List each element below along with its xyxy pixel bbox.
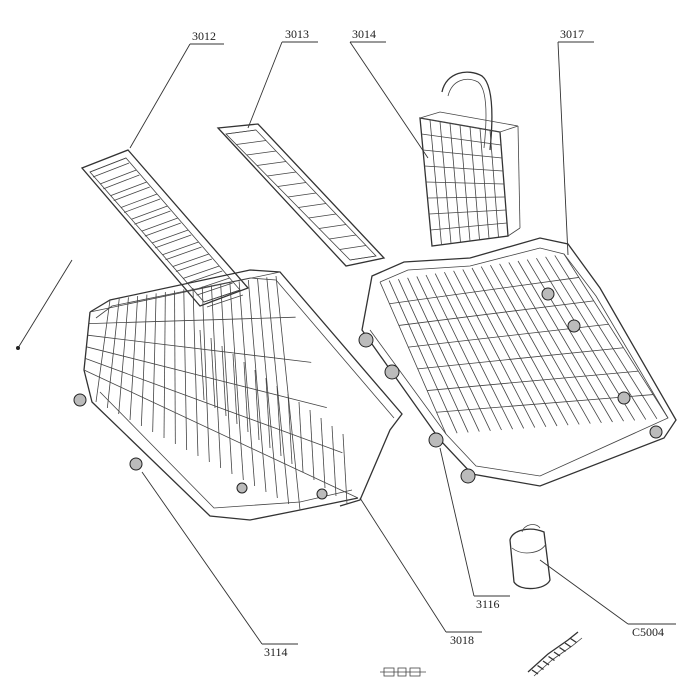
lower-basket-3017 [358, 237, 677, 487]
roller-wheel [316, 488, 328, 500]
roller-wheel [567, 319, 581, 333]
part-number-3017: 3017 [560, 27, 584, 41]
roller-wheel [73, 393, 87, 407]
cup-shelf-3013 [216, 123, 386, 267]
part-number-3012: 3012 [192, 29, 216, 43]
roller-wheel [358, 332, 374, 348]
roller-wheel [428, 432, 444, 448]
callout-3116: 3116 [439, 447, 510, 611]
cup-shelf-3012 [80, 149, 250, 308]
callout-3017: 3017 [557, 27, 594, 256]
part-number-C5004: C5004 [632, 625, 664, 639]
callout-C5004: C5004 [539, 559, 676, 639]
part-number-3018: 3018 [450, 633, 474, 647]
part-number-3014: 3014 [352, 27, 376, 41]
roller-wheel [236, 482, 248, 494]
hinge-clips [380, 667, 426, 677]
callout-3018: 3018 [359, 497, 482, 647]
callout-3013: 3013 [247, 27, 318, 129]
callout-3012: 3012 [129, 29, 224, 149]
upper-basket-3018 [73, 269, 403, 521]
roller-wheel [617, 391, 631, 405]
cutlery-basket-3014 [419, 71, 521, 247]
roller-wheel [460, 468, 476, 484]
callout-3014: 3014 [349, 27, 429, 159]
cup-holder-C5004 [509, 524, 551, 590]
roller-wheel [649, 425, 663, 439]
part-number-3116: 3116 [476, 597, 500, 611]
part-number-3013: 3013 [285, 27, 309, 41]
callout-3114: 3114 [141, 471, 298, 659]
roller-wheel [384, 364, 400, 380]
axle-pin [16, 259, 73, 350]
roller-wheel [541, 287, 555, 301]
part-number-3114: 3114 [264, 645, 288, 659]
spring-clip [527, 631, 583, 677]
roller-wheel [129, 457, 143, 471]
